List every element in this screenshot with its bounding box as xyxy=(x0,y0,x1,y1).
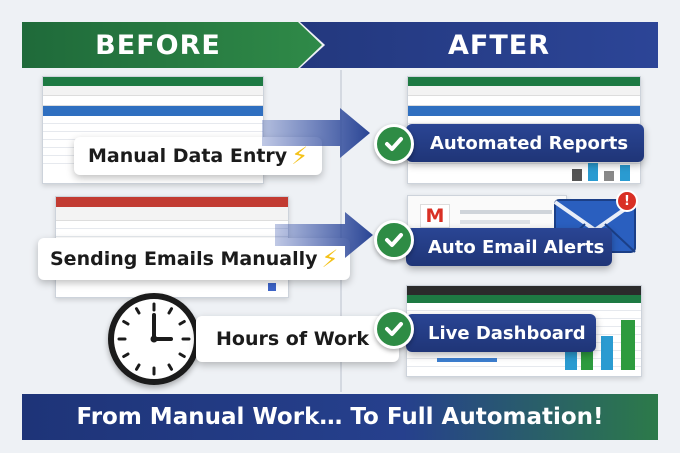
table-row xyxy=(408,116,640,124)
clock-icon xyxy=(108,293,200,385)
text-line xyxy=(460,210,552,214)
hours-of-work-text: Hours of Work xyxy=(216,328,370,350)
table-row xyxy=(407,303,641,311)
live-dashboard-label: Live Dashboard xyxy=(406,314,596,352)
automated-reports-text: Automated Reports xyxy=(430,132,629,154)
sending-emails-label: Sending Emails Manually ⚡ xyxy=(38,238,351,280)
before-banner: BEFORE xyxy=(22,22,322,68)
list-item xyxy=(56,229,288,237)
spreadsheet-header-row xyxy=(43,106,263,116)
spreadsheet-formula-bar xyxy=(43,96,263,106)
chart-bar xyxy=(621,320,635,370)
arrow-right-icon xyxy=(262,108,370,158)
reports-formula-bar xyxy=(408,96,640,106)
sending-emails-text: Sending Emails Manually xyxy=(50,248,318,270)
gmail-letter: M xyxy=(425,205,445,227)
auto-email-alerts-text: Auto Email Alerts xyxy=(428,236,605,258)
text-line xyxy=(460,220,530,224)
table-row xyxy=(408,156,640,164)
list-item xyxy=(56,221,288,229)
after-heading: AFTER xyxy=(448,29,550,61)
alert-badge: ! xyxy=(616,190,638,212)
email-toolbar xyxy=(56,207,288,221)
footer-banner: From Manual Work… To Full Automation! xyxy=(22,394,658,440)
table-row xyxy=(407,359,641,367)
lightning-icon: ⚡ xyxy=(321,245,339,273)
live-dashboard-text: Live Dashboard xyxy=(428,322,586,344)
send-icon xyxy=(268,283,276,291)
reports-header-row xyxy=(408,106,640,116)
gmail-icon: M xyxy=(420,204,450,228)
spreadsheet-titlebar xyxy=(43,77,263,86)
lightning-icon: ⚡ xyxy=(291,142,309,170)
mini-bar-chart xyxy=(570,161,636,181)
before-heading: BEFORE xyxy=(95,29,221,61)
table-row xyxy=(407,351,641,359)
hours-of-work-label: Hours of Work xyxy=(196,316,400,362)
chart-bar xyxy=(620,165,630,181)
arrow-right-icon xyxy=(275,212,373,258)
after-banner: AFTER xyxy=(300,22,658,68)
alert-badge-text: ! xyxy=(624,193,630,209)
checkmark-icon xyxy=(374,220,414,260)
reports-toolbar xyxy=(408,86,640,96)
automated-reports-label: Automated Reports xyxy=(406,124,644,162)
email-titlebar xyxy=(56,197,288,207)
auto-email-alerts-label: Auto Email Alerts xyxy=(406,228,612,266)
checkmark-icon xyxy=(374,124,414,164)
dashboard-header-row xyxy=(407,295,641,303)
chart-bar xyxy=(604,171,614,181)
chart-bar xyxy=(572,169,582,181)
reports-titlebar xyxy=(408,77,640,86)
chart-bar xyxy=(601,336,613,370)
manual-data-entry-text: Manual Data Entry xyxy=(88,145,288,167)
spreadsheet-toolbar xyxy=(43,86,263,96)
footer-tagline: From Manual Work… To Full Automation! xyxy=(76,404,604,430)
checkmark-icon xyxy=(374,309,414,349)
dashboard-titlebar xyxy=(407,286,641,295)
table-row xyxy=(43,116,263,124)
table-row xyxy=(43,124,263,132)
chart-bar xyxy=(588,163,598,181)
progress-bar xyxy=(437,358,497,362)
